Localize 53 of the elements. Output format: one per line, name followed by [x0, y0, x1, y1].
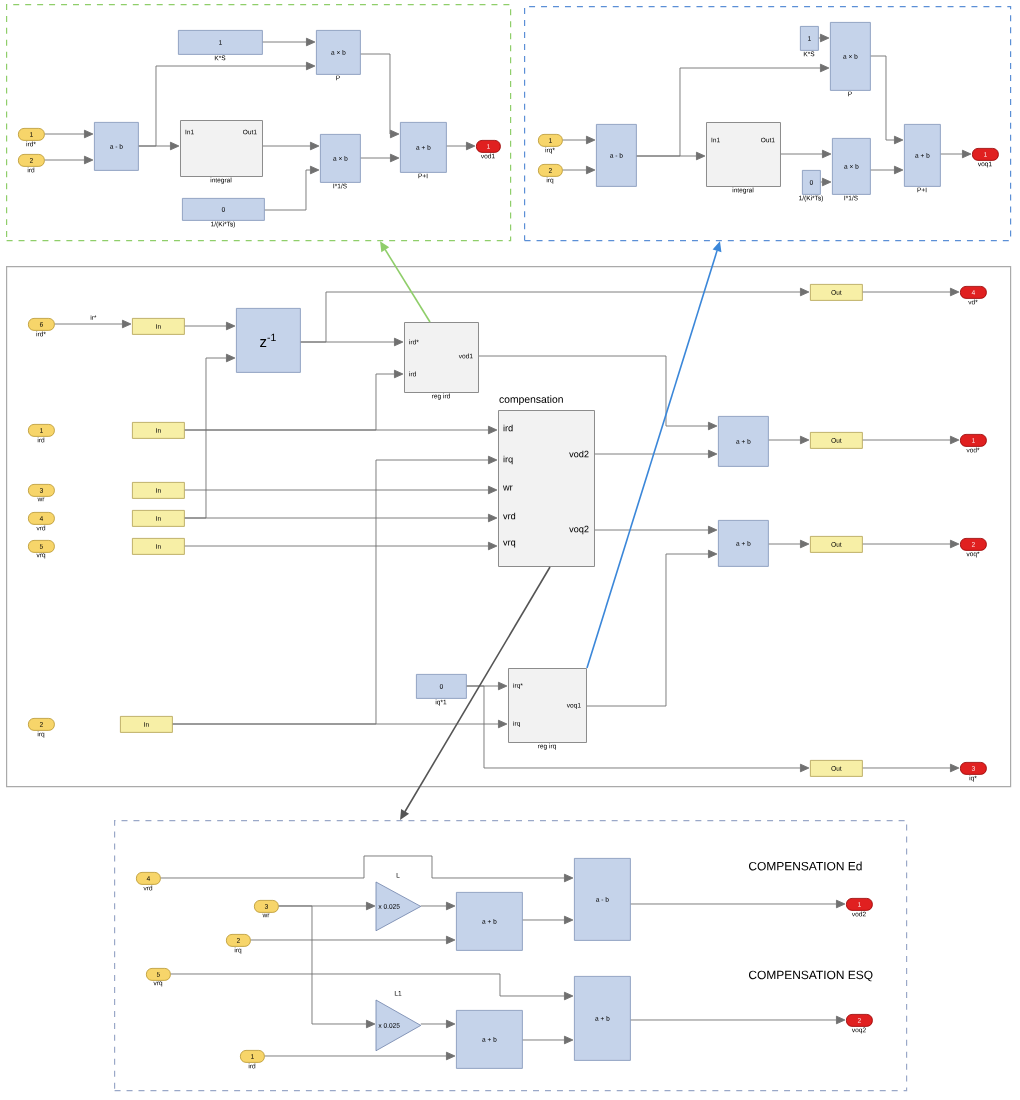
connector-arrow	[630, 1015, 846, 1025]
connector-arrow	[862, 763, 960, 773]
connector-arrow	[768, 539, 810, 549]
connector-arrow	[522, 915, 574, 925]
connector-arrow	[172, 719, 508, 729]
connector-arrow	[862, 435, 960, 445]
connector-arrow	[636, 63, 830, 157]
connector-arrow	[562, 165, 596, 175]
connector-arrow	[300, 287, 810, 343]
connector-arrow	[562, 135, 596, 145]
panel-frame	[6, 266, 1012, 788]
connector-arrow	[420, 901, 456, 911]
connector-arrow	[630, 899, 846, 909]
connector-arrow	[768, 435, 810, 445]
connector-arrow	[360, 53, 400, 139]
connector-arrow	[54, 319, 132, 329]
connector-arrow	[940, 149, 972, 159]
connector-arrow	[400, 566, 551, 820]
connector-arrow	[138, 61, 316, 147]
connector-arrow	[184, 541, 498, 551]
connector-arrow	[820, 177, 832, 187]
panel-frame	[6, 4, 512, 242]
connector-arrow	[862, 287, 960, 297]
connector-arrow	[586, 549, 718, 707]
connector-arrow	[818, 33, 830, 43]
connector-arrow	[184, 425, 498, 435]
connector-arrow	[264, 165, 320, 211]
connector-arrow	[420, 1019, 456, 1029]
connector-arrow	[594, 525, 718, 535]
connector-arrow	[466, 685, 810, 773]
connector-arrow	[264, 1051, 456, 1061]
connector-arrow	[870, 55, 904, 145]
connector-arrow	[184, 321, 236, 331]
connector-arrow	[262, 37, 316, 47]
connector-arrow	[594, 449, 718, 459]
connector-arrow	[478, 355, 718, 431]
connector-arrow	[250, 935, 456, 945]
connector-arrow	[278, 905, 376, 1029]
connector-arrow	[870, 165, 904, 175]
connector-arrow	[170, 973, 574, 1001]
connector-arrow	[184, 485, 498, 495]
connector-arrow	[44, 155, 94, 165]
connector-arrow	[446, 141, 476, 151]
connector-arrow	[44, 129, 94, 139]
connector-arrow	[184, 353, 236, 519]
connector-arrow	[780, 149, 832, 159]
connector-arrow	[522, 1035, 574, 1045]
connector-arrow	[360, 153, 400, 163]
connector-arrow	[160, 855, 574, 883]
panel-frame	[524, 6, 1012, 242]
panel-frame	[114, 820, 908, 1092]
connector-arrow	[862, 539, 960, 549]
connector-arrow	[262, 141, 320, 151]
